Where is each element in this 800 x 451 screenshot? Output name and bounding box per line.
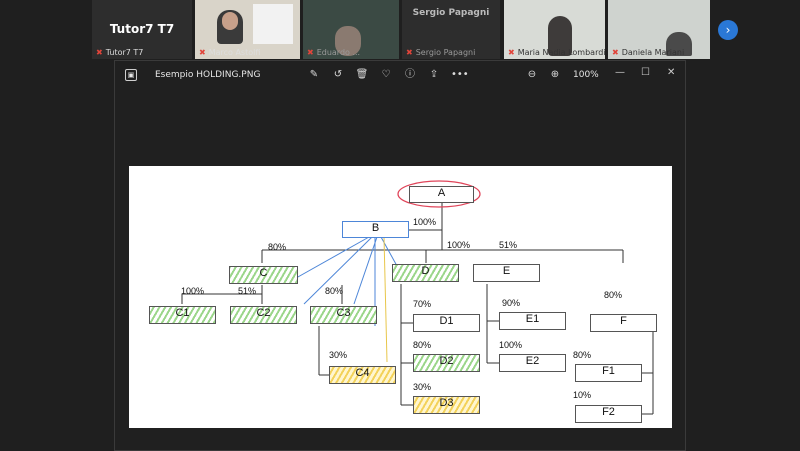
- mic-muted-icon: ✖: [96, 48, 103, 57]
- maximize-button[interactable]: ☐: [641, 67, 650, 78]
- pct-f2: 10%: [573, 390, 592, 400]
- video-person: [548, 16, 572, 56]
- node-d2: D2: [413, 354, 480, 372]
- pct-e1: 90%: [502, 298, 521, 308]
- participant-tile-maria[interactable]: ✖Maria Nadia Lombardi: [504, 0, 605, 59]
- pct-b-c: 80%: [268, 242, 287, 252]
- pct-d2: 80%: [413, 340, 432, 350]
- node-e2: E2: [499, 354, 566, 372]
- pct-c-c2: 51%: [238, 286, 257, 296]
- edit-image-icon[interactable]: ✎: [309, 69, 319, 80]
- pct-a-e: 51%: [499, 240, 518, 250]
- node-a: A: [409, 186, 474, 203]
- poster-background: [253, 4, 293, 44]
- viewer-toolbar: ▣ Esempio HOLDING.PNG ✎ ↺ 🗑 ♡ ⓘ ⇪ ••• ⊖ …: [115, 61, 685, 91]
- participant-display-name: Sergio Papagni: [412, 8, 490, 18]
- pct-e2: 100%: [499, 340, 523, 350]
- pct-f: 80%: [604, 290, 623, 300]
- node-c4: C4: [329, 366, 396, 384]
- mic-muted-icon: ✖: [612, 48, 619, 57]
- video-person-face: [222, 12, 238, 30]
- participant-name: Tutor7 T7: [105, 48, 144, 57]
- node-e: E: [473, 264, 540, 282]
- node-c1: C1: [149, 306, 216, 324]
- node-f: F: [590, 314, 657, 332]
- mic-muted-icon: ✖: [508, 48, 515, 57]
- zoom-level: 100%: [573, 70, 599, 80]
- close-button[interactable]: ✕: [667, 67, 676, 78]
- node-d3: D3: [413, 396, 480, 414]
- favorite-icon[interactable]: ♡: [381, 69, 391, 80]
- mic-muted-icon: ✖: [199, 48, 206, 57]
- node-d: D: [392, 264, 459, 282]
- participant-tile-sergio[interactable]: Sergio Papagni ✖Sergio Papagni: [402, 0, 500, 59]
- file-name: Esempio HOLDING.PNG: [155, 70, 261, 80]
- node-f2: F2: [575, 405, 642, 423]
- pct-c3: 80%: [325, 286, 344, 296]
- participant-name: Daniela Mariani: [621, 48, 685, 57]
- node-f1: F1: [575, 364, 642, 382]
- pct-d1: 70%: [413, 299, 432, 309]
- photo-viewer-window: ▣ Esempio HOLDING.PNG ✎ ↺ 🗑 ♡ ⓘ ⇪ ••• ⊖ …: [114, 60, 686, 451]
- node-c2: C2: [230, 306, 297, 324]
- rotate-icon[interactable]: ↺: [333, 69, 343, 80]
- pct-c-c1: 100%: [181, 286, 205, 296]
- pct-f1: 80%: [573, 350, 592, 360]
- node-d1: D1: [413, 314, 480, 332]
- participant-tile-eduardo[interactable]: ✖Eduardo ...: [303, 0, 399, 59]
- node-e1: E1: [499, 312, 566, 330]
- zoom-out-icon[interactable]: ⊖: [527, 69, 537, 80]
- participant-name: Eduardo ...: [316, 48, 361, 57]
- participant-name: Maria Nadia Lombardi: [517, 48, 605, 57]
- pct-d3: 30%: [413, 382, 432, 392]
- photos-app-icon: ▣: [125, 69, 137, 81]
- next-participants-button[interactable]: ›: [718, 20, 738, 40]
- diagram-connectors: [181, 180, 654, 415]
- participant-tile-marco[interactable]: ✖Marco Astolfi: [195, 0, 300, 59]
- node-b: B: [342, 221, 409, 238]
- node-c: C: [229, 266, 298, 284]
- delete-icon[interactable]: 🗑: [355, 69, 369, 80]
- participant-name: Sergio Papagni: [415, 48, 476, 57]
- mic-muted-icon: ✖: [307, 48, 314, 57]
- share-icon[interactable]: ⇪: [429, 69, 439, 80]
- participant-tile-daniela[interactable]: ✖Daniela Mariani: [608, 0, 710, 59]
- minimize-button[interactable]: —: [615, 67, 625, 78]
- participant-tile-tutor[interactable]: Tutor7 T7 ✖Tutor7 T7: [92, 0, 192, 59]
- pct-a-b: 100%: [413, 217, 437, 227]
- more-icon[interactable]: •••: [451, 69, 469, 80]
- pct-c4: 30%: [329, 350, 348, 360]
- node-c3: C3: [310, 306, 377, 324]
- participant-name: Marco Astolfi: [208, 48, 261, 57]
- info-icon[interactable]: ⓘ: [405, 69, 415, 80]
- pct-a-right: 100%: [447, 240, 471, 250]
- zoom-in-icon[interactable]: ⊕: [550, 69, 560, 80]
- video-person: [666, 32, 692, 56]
- chevron-right-icon: ›: [725, 23, 731, 37]
- video-person: [335, 26, 361, 56]
- mic-muted-icon: ✖: [406, 48, 413, 57]
- participant-display-name: Tutor7 T7: [109, 22, 175, 36]
- displayed-image-holding-diagram: A B C D E C1 C2 C3 C4 D1 D2 D3 E1 E2 F F…: [129, 166, 672, 428]
